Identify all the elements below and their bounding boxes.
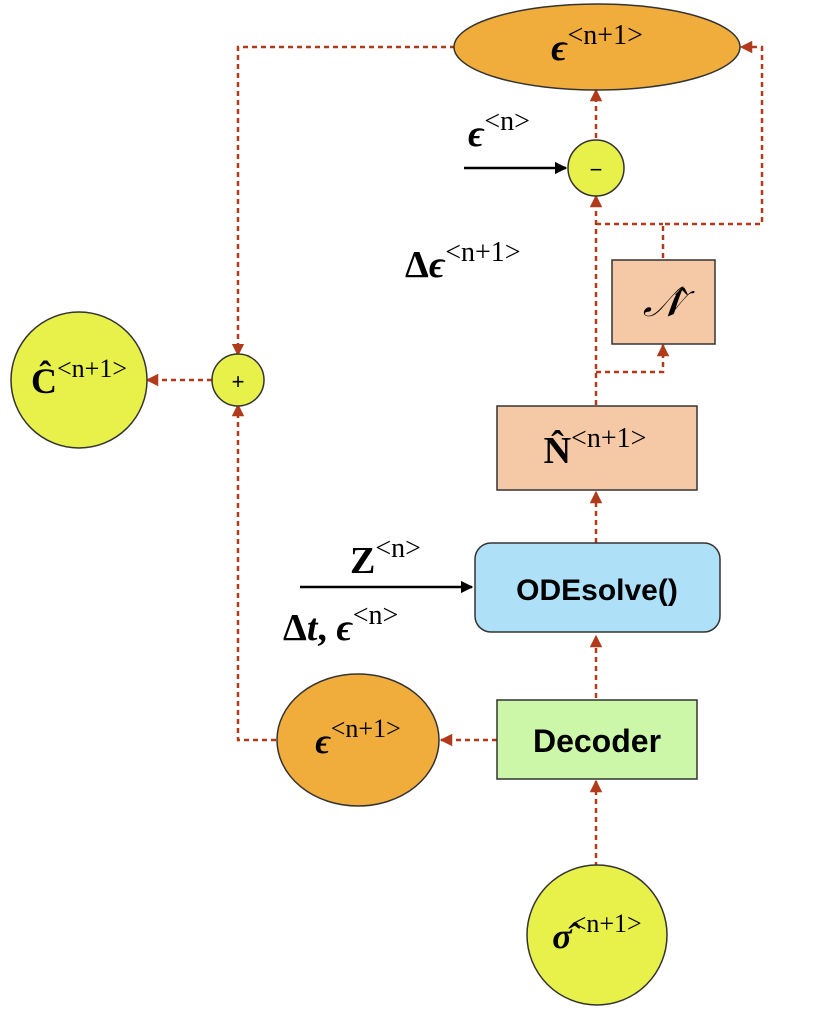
svg-text:N̂<n+1>: N̂<n+1> [544,423,647,472]
edge-epstop-to-plus [231,45,455,357]
c-hat-node: Ĉ<n+1> [10,311,148,449]
dt-var: t [307,607,319,649]
eps-bottom-sup: <n+1> [331,714,401,743]
edge-nhat-to-ncal [596,343,670,374]
eps-bottom-symbol: ϵ [315,721,331,761]
z-input-label: Z<n> [350,533,421,582]
odesolve-box: ODEsolve() [474,542,721,633]
eps-top-node: ϵ<n+1> [453,3,741,91]
dt-prefix: Δ [283,607,307,649]
eps-n-symbol: ϵ [468,113,485,155]
n-hat-box: N̂<n+1> [496,405,698,491]
dt-eps-input-label: Δt, ϵ<n> [283,600,398,649]
dt-sep: , [317,607,336,649]
sigma-hat-sup: <n+1> [572,909,642,938]
z-symbol: Z [350,540,375,582]
sigma-hat-node: σ̂<n+1> [526,864,668,1006]
delta-eps-prefix: Δ [405,244,429,286]
svg-text:Ĉ<n+1>: Ĉ<n+1> [31,354,127,401]
svg-text:ϵ<n+1>: ϵ<n+1> [551,20,643,69]
svg-text:σ̂<n+1>: σ̂<n+1> [552,909,641,956]
delta-eps-label: Δϵ<n+1> [405,237,521,286]
eps-n-input-label: ϵ<n> [468,106,530,155]
minus-operator: − [567,139,625,197]
odesolve-label: ODEsolve() [516,574,678,607]
plus-operator: + [211,353,265,407]
decoder-box: Decoder [496,699,698,780]
plus-symbol: + [232,369,245,394]
eps-top-sup: <n+1> [567,20,642,51]
n-cal-hat-box: 𝒩̂ [611,259,716,345]
c-hat-sup: <n+1> [57,354,127,383]
eps-bottom-node: ϵ<n+1> [276,673,440,807]
delta-eps-symbol: ϵ [429,244,446,286]
c-hat-symbol: Ĉ [31,360,57,401]
decoder-label: Decoder [533,723,661,759]
edge-ncal-to-epstop [661,40,764,258]
n-hat-symbol: N̂ [544,430,571,472]
delta-eps-sup: <n+1> [445,237,520,268]
svg-text:ϵ<n+1>: ϵ<n+1> [315,714,401,761]
eps-top-symbol: ϵ [551,27,568,69]
edge-eps-to-plus [231,403,276,742]
minus-symbol: − [590,157,603,182]
dt-eps-symbol: ϵ [336,607,353,649]
eps-n-sup: <n> [484,106,530,137]
z-sup: <n> [375,533,421,564]
dt-eps-sup: <n> [353,600,399,631]
n-hat-sup: <n+1> [571,423,646,454]
